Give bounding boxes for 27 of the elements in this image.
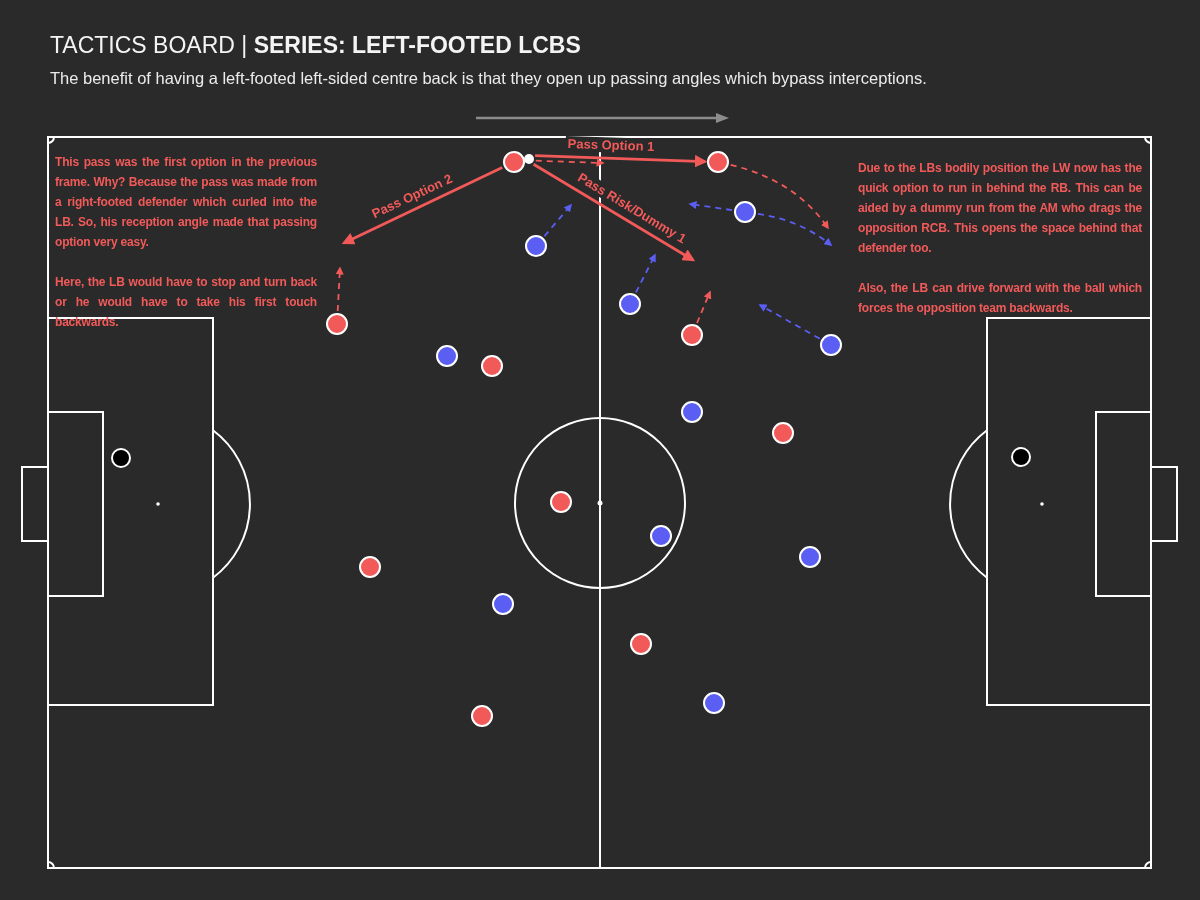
dashed-arrow bbox=[758, 304, 821, 340]
dashed-arrow bbox=[696, 290, 712, 324]
annotation-text: This pass was the first option in the previous frame. Why? Because the pass was made from a right-footed defender which curled into the LB. So, his reception angle made that passing option very easy. bbox=[55, 154, 317, 251]
annotation-text: Here, the LB would have to stop and turn back or he would have to take his first touch backwards. bbox=[55, 274, 317, 331]
annotation-text: Due to the LBs bodily position the LW now has the quick option to run in behind the RB. This can be aided by a dummy run from the AM who drags the opposition RCB. This opens the space behind that defender too. bbox=[858, 160, 1142, 257]
dashed-arrow bbox=[756, 212, 833, 246]
dashed-arrow bbox=[688, 200, 734, 212]
player-icon bbox=[619, 293, 641, 315]
player-icon bbox=[326, 313, 348, 335]
annotation-text: Also, the LB can drive forward with the ball which forces the opposition team backwards. bbox=[858, 280, 1142, 317]
page-title: TACTICS BOARD | SERIES: LEFT-FOOTED LCBS bbox=[50, 31, 581, 59]
arrow bbox=[532, 163, 696, 262]
dashed-arrow bbox=[534, 158, 605, 167]
arrow bbox=[341, 166, 503, 245]
edge-label: Pass Option 1 bbox=[565, 135, 657, 155]
dashed-arrow bbox=[543, 203, 573, 237]
player-icon bbox=[820, 334, 842, 356]
dashed-arrow bbox=[635, 253, 656, 294]
player-icon bbox=[503, 151, 525, 173]
player-icon bbox=[525, 235, 547, 257]
player-icon bbox=[707, 151, 729, 173]
dashed-arrow bbox=[729, 164, 829, 230]
subtitle: The benefit of having a left-footed left-sided centre back is that they open up passing angles which bypass interceptions. bbox=[50, 68, 927, 89]
player-icon bbox=[734, 201, 756, 223]
arrow bbox=[535, 154, 708, 168]
player-icon bbox=[681, 324, 703, 346]
dashed-arrow bbox=[335, 266, 344, 312]
